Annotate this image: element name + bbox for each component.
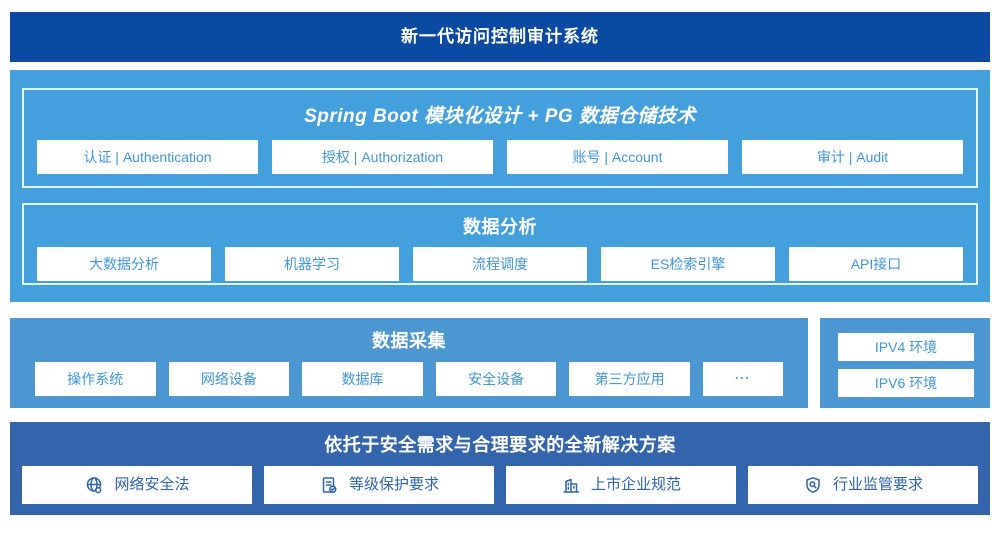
analysis-box-es: ES检索引擎 (601, 247, 775, 281)
analysis-box-workflow: 流程调度 (413, 247, 587, 281)
analysis-box-ml: 机器学习 (225, 247, 399, 281)
environment-section: IPV4 环境 IPV6 环境 (820, 318, 990, 408)
solution-row: 网络安全法 等级保护要求 (10, 466, 990, 504)
solution-box-listed-company: 上市企业规范 (506, 466, 736, 504)
module-box-authorization: 授权 | Authorization (272, 140, 493, 174)
data-collection-title: 数据采集 (372, 331, 446, 351)
solution-box-classified-protection: 等级保护要求 (264, 466, 494, 504)
building-icon (561, 475, 581, 495)
solution-box-label: 上市企业规范 (590, 476, 681, 493)
analysis-row: 大数据分析 机器学习 流程调度 ES检索引擎 API接口 (24, 247, 976, 281)
solution-box-label: 行业监管要求 (832, 476, 923, 493)
shield-search-icon (803, 475, 823, 495)
springboot-modules-section: Spring Boot 模块化设计 + PG 数据仓储技术 认证 | Authe… (22, 88, 978, 188)
solution-box-label: 网络安全法 (114, 476, 190, 493)
collection-box-os: 操作系统 (35, 362, 156, 396)
module-box-audit: 审计 | Audit (742, 140, 963, 174)
collection-box-security: 安全设备 (435, 362, 557, 396)
solution-section: 依托于安全需求与合理要求的全新解决方案 网络安全法 (10, 422, 990, 515)
modules-row: 认证 | Authentication 授权 | Authorization 账… (24, 140, 976, 174)
collection-row: 操作系统 网络设备 数据库 安全设备 第三方应用 ⋯ (10, 362, 808, 396)
platform-section: Spring Boot 模块化设计 + PG 数据仓储技术 认证 | Authe… (10, 70, 990, 302)
data-analysis-title: 数据分析 (463, 217, 537, 237)
module-box-account: 账号 | Account (507, 140, 728, 174)
data-analysis-section: 数据分析 大数据分析 机器学习 流程调度 ES检索引擎 API接口 (22, 203, 978, 285)
architecture-diagram: 新一代访问控制审计系统 Spring Boot 模块化设计 + PG 数据仓储技… (0, 12, 1000, 541)
solution-box-label: 等级保护要求 (348, 476, 439, 493)
page-title: 新一代访问控制审计系统 (10, 12, 990, 62)
environment-box-ipv6: IPV6 环境 (838, 369, 974, 397)
data-collection-section: 数据采集 操作系统 网络设备 数据库 安全设备 第三方应用 ⋯ (10, 318, 808, 408)
globe-icon (84, 475, 104, 495)
collection-box-more: ⋯ (702, 362, 783, 396)
collection-box-thirdparty: 第三方应用 (569, 362, 690, 396)
solution-box-industry-regulation: 行业监管要求 (748, 466, 978, 504)
collection-box-network: 网络设备 (168, 362, 290, 396)
analysis-box-api: API接口 (789, 247, 963, 281)
module-box-authentication: 认证 | Authentication (37, 140, 258, 174)
environment-box-ipv4: IPV4 环境 (838, 333, 974, 361)
collection-box-database: 数据库 (302, 362, 423, 396)
solution-box-cybersecurity-law: 网络安全法 (22, 466, 252, 504)
springboot-section-title: Spring Boot 模块化设计 + PG 数据仓储技术 (304, 106, 696, 127)
analysis-box-bigdata: 大数据分析 (37, 247, 211, 281)
solution-title: 依托于安全需求与合理要求的全新解决方案 (324, 435, 676, 455)
document-check-icon (319, 475, 339, 495)
middle-row: 数据采集 操作系统 网络设备 数据库 安全设备 第三方应用 ⋯ IPV4 环境 … (10, 318, 990, 408)
